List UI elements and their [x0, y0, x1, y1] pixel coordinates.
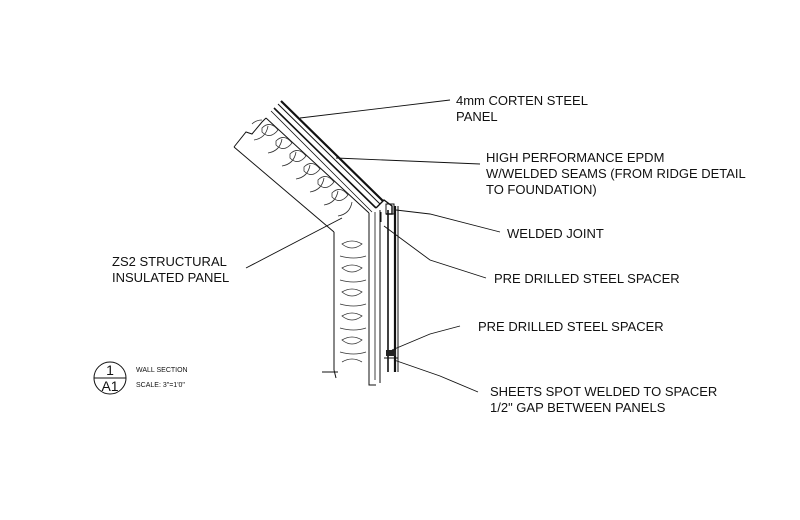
section-scale: SCALE: 3"=1'0": [136, 382, 185, 389]
label-sip: ZS2 STRUCTURAL INSULATED PANEL: [112, 254, 230, 285]
section-title: WALL SECTION: [136, 367, 188, 374]
sloped-panel: [233, 100, 384, 233]
label-spot-weld: SHEETS SPOT WELDED TO SPACER 1/2" GAP BE…: [490, 384, 721, 415]
label-epdm: HIGH PERFORMANCE EPDM W/WELDED SEAMS (FR…: [486, 150, 749, 197]
steel-spacer-lower: [384, 350, 398, 359]
leader-spacer-upper: [383, 225, 487, 279]
insulation-hatch-slope: [251, 119, 353, 217]
label-spacer-upper: PRE DRILLED STEEL SPACER: [494, 271, 680, 286]
vertical-panel: [322, 206, 399, 386]
leader-epdm: [335, 157, 481, 165]
label-spacer-lower: PRE DRILLED STEEL SPACER: [478, 319, 664, 334]
label-welded-joint: WELDED JOINT: [507, 226, 604, 241]
epdm-slope: [273, 107, 377, 209]
section-sheet: A1: [101, 378, 118, 394]
leader-welded-joint: [395, 209, 501, 233]
leader-spot-weld: [393, 359, 479, 393]
leader-sip: [245, 217, 343, 269]
label-corten: 4mm CORTEN STEEL PANEL: [456, 93, 591, 124]
leader-spacer-lower: [391, 325, 461, 351]
leader-corten: [299, 99, 451, 119]
welded-joint: [375, 199, 395, 222]
corten-sheet-slope: [280, 100, 384, 202]
section-tag: 1 A1 WALL SECTION SCALE: 3"=1'0": [93, 361, 188, 395]
leader-lines: [245, 99, 501, 393]
section-number: 1: [106, 362, 114, 378]
insulation-hatch-vertical: [339, 240, 367, 363]
